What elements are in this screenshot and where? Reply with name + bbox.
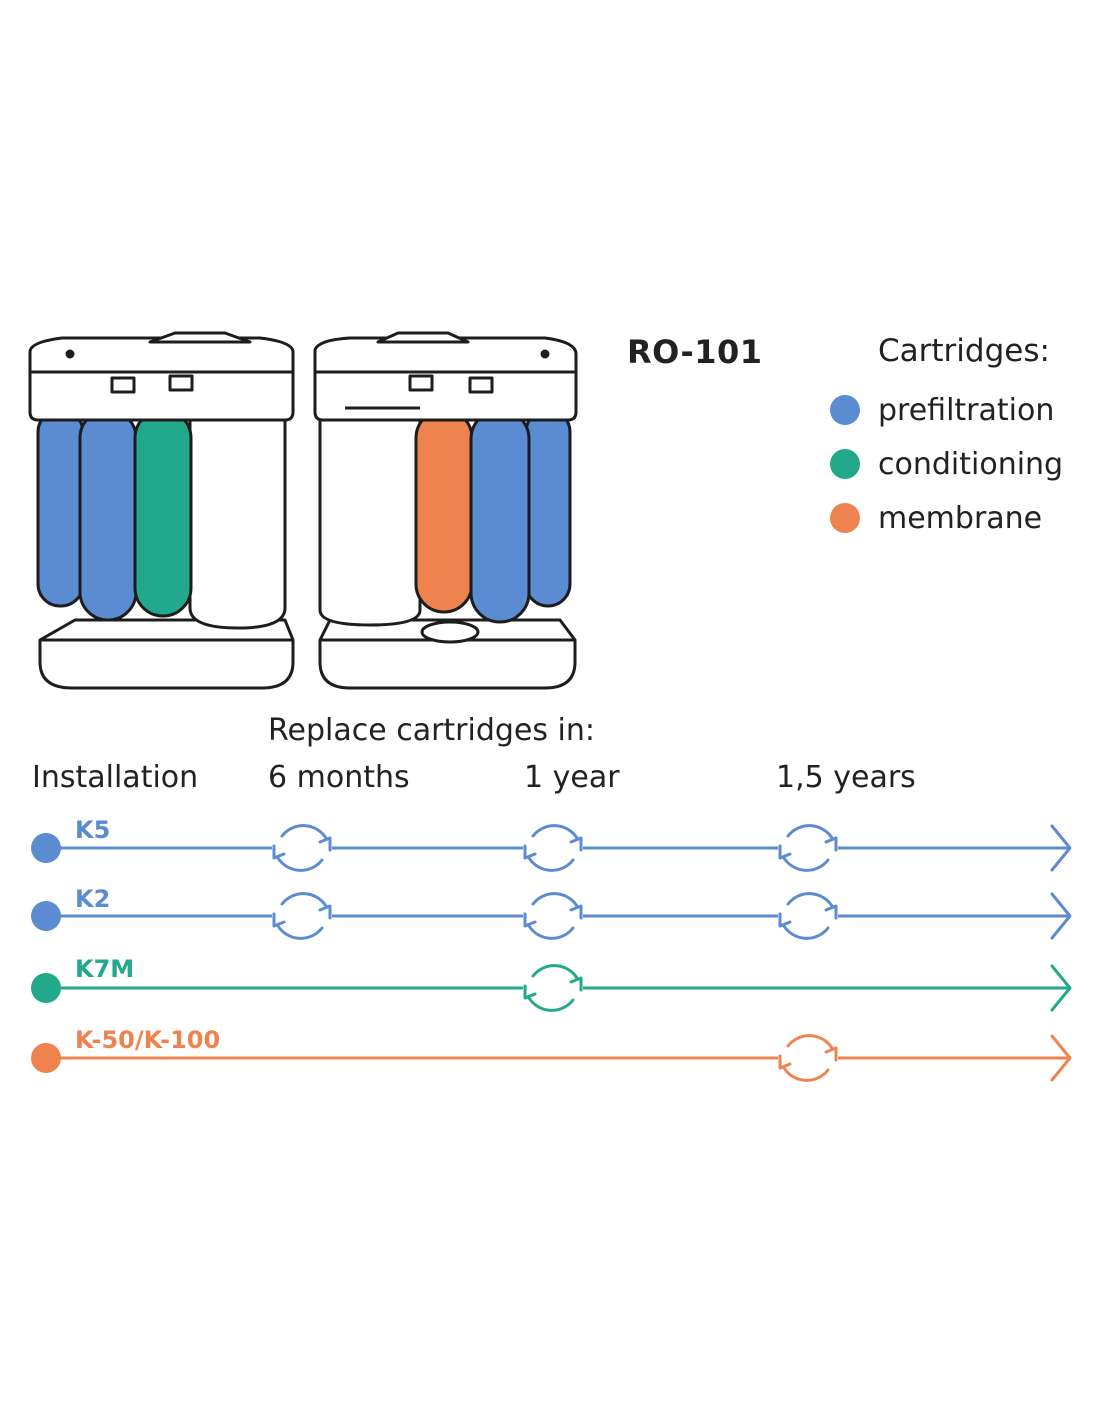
cartridge-label-k7m: K7M	[75, 955, 135, 983]
legend-item-conditioning: conditioning	[830, 446, 1063, 482]
installation-dot	[31, 973, 61, 1003]
timeline-row	[31, 824, 1072, 872]
timeline-row	[31, 892, 1072, 940]
model-title: RO-101	[627, 333, 763, 371]
legend-item-prefiltration: prefiltration	[830, 392, 1054, 428]
legend-item-membrane: membrane	[830, 500, 1042, 536]
timeline-row	[31, 964, 1072, 1012]
installation-dot	[31, 901, 61, 931]
conditioning-cartridge	[133, 408, 193, 618]
cartridge-label-k50-k100: K-50/K-100	[75, 1026, 221, 1054]
replace-cycle-icon	[523, 892, 583, 940]
membrane-dot-icon	[830, 503, 860, 533]
installation-dot	[31, 1043, 61, 1073]
arrow-head-icon	[1050, 964, 1072, 1012]
prefiltration-cartridge	[524, 408, 572, 608]
device-front-illustration	[28, 331, 295, 690]
replacement-timeline	[31, 824, 1072, 1082]
replace-cycle-icon	[778, 824, 838, 872]
legend-label: conditioning	[878, 446, 1064, 482]
arrow-head-icon	[1050, 1034, 1072, 1082]
timeline-row	[31, 1034, 1072, 1082]
device-back-illustration	[313, 331, 578, 690]
six-months-label: 6 months	[268, 760, 410, 795]
replace-cycle-icon	[778, 1034, 838, 1082]
legend-title: Cartridges:	[878, 333, 1050, 369]
installation-label: Installation	[32, 760, 199, 795]
cartridge-label-k2: K2	[75, 885, 111, 913]
replace-cycle-icon	[778, 892, 838, 940]
prefiltration-cartridge	[36, 408, 85, 608]
replace-cycle-icon	[272, 824, 332, 872]
legend-label: membrane	[878, 500, 1043, 536]
cartridge-label-k5: K5	[75, 816, 111, 844]
conditioning-dot-icon	[830, 449, 860, 479]
replace-cycle-icon	[272, 892, 332, 940]
arrow-head-icon	[1050, 824, 1072, 872]
arrow-head-icon	[1050, 892, 1072, 940]
legend-label: prefiltration	[878, 392, 1055, 428]
prefiltration-cartridge	[78, 408, 138, 622]
prefiltration-cartridge	[469, 408, 531, 624]
replace-cycle-icon	[523, 824, 583, 872]
one-year-label: 1 year	[524, 760, 620, 795]
replace-heading: Replace cartridges in:	[268, 713, 596, 748]
replace-cycle-icon	[523, 964, 583, 1012]
prefiltration-dot-icon	[830, 395, 860, 425]
installation-dot	[31, 833, 61, 863]
one-and-half-years-label: 1,5 years	[776, 760, 916, 795]
membrane-cartridge	[414, 408, 474, 614]
